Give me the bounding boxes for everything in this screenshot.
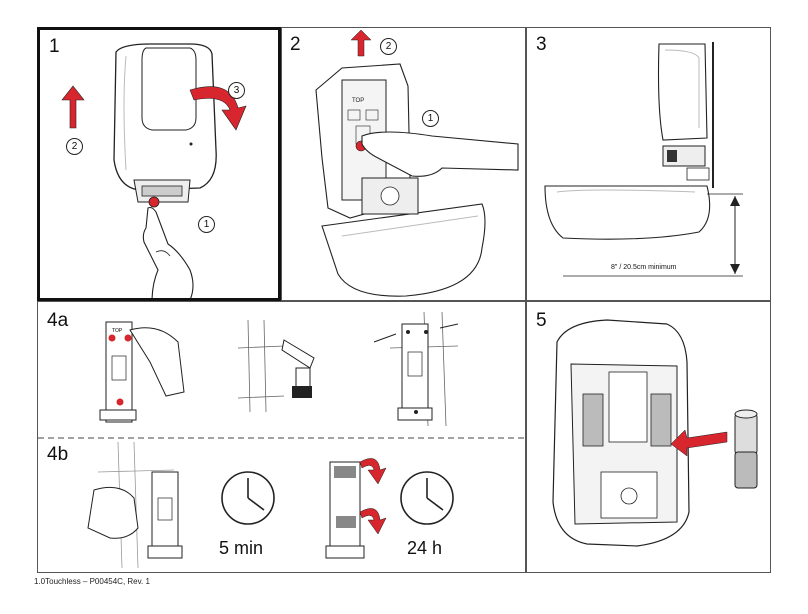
- step-number: 1: [49, 36, 60, 57]
- panel-step-3: 3 8" / 20.5cm minimum: [526, 27, 771, 301]
- callout-2: 2: [380, 38, 397, 55]
- dimension-label: 8" / 20.5cm minimum: [611, 264, 677, 271]
- battery-install-illustration: [552, 319, 758, 547]
- callout-3: 3: [228, 82, 245, 99]
- timer-24h-label: 24 h: [407, 538, 443, 558]
- panel-step-4: 4a 4b TOP: [37, 301, 526, 573]
- step-number: 3: [536, 34, 547, 55]
- step-number: 5: [536, 310, 547, 331]
- dispenser-open-illustration: TOP: [315, 29, 519, 297]
- callout-2: 2: [66, 138, 83, 155]
- step-number: 2: [290, 34, 301, 55]
- document-footer: 1.0Touchless – P00454C, Rev. 1: [34, 577, 150, 586]
- timer-5min-label: 5 min: [219, 538, 264, 558]
- step-number-4a: 4a: [47, 310, 69, 331]
- callout-1: 1: [422, 110, 439, 127]
- top-label: TOP: [352, 98, 364, 104]
- panel-step-2: 2 TOP 1 2: [281, 27, 526, 301]
- dispenser-front-illustration: [61, 43, 247, 298]
- template-top-label: TOP: [112, 328, 123, 334]
- dispenser-side-illustration: [544, 42, 743, 277]
- step-number-4b: 4b: [47, 444, 69, 465]
- callout-1: 1: [198, 216, 215, 233]
- panel-step-5: 5: [526, 301, 771, 573]
- mounting-illustrations: TOP: [38, 311, 525, 569]
- panel-step-1: 1 1 2 3: [37, 27, 281, 301]
